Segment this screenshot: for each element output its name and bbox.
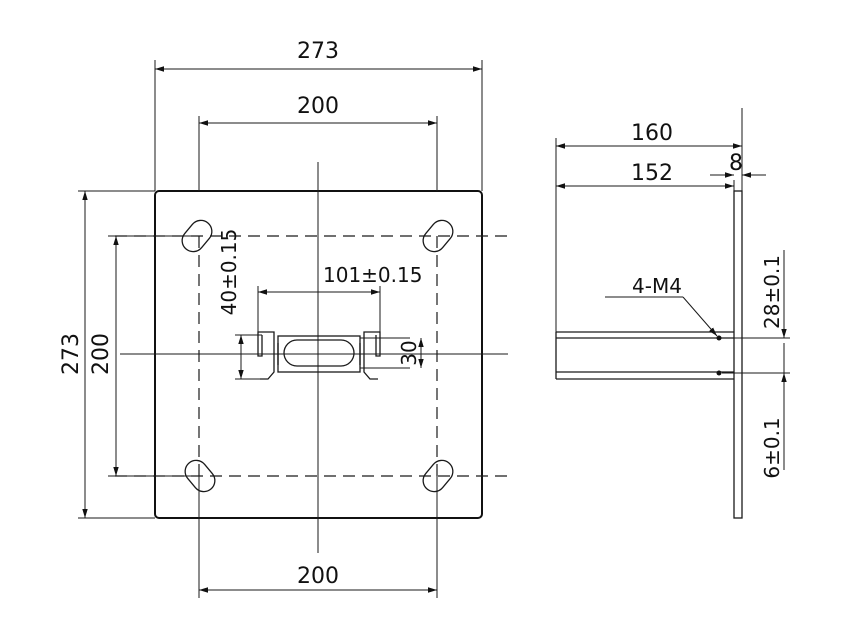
dim-overall-width-label: 273 [297, 39, 339, 64]
m4-hole-upper [716, 335, 722, 341]
m4-hole-lower [716, 370, 722, 376]
center-oblong-slot [283, 339, 355, 367]
dim-hole-offset-top-label: 28±0.1 [760, 255, 784, 329]
callout-4-m4-label: 4-M4 [632, 274, 682, 298]
side-view: 160 152 8 4-M4 28±0.1 [555, 108, 790, 519]
dim-length-outer: 160 [556, 121, 742, 149]
hole-pattern-dashed [115, 235, 508, 477]
dim-overall-height-label: 273 [59, 333, 84, 375]
mounting-slot-top-left [181, 219, 213, 253]
mounting-slot-top-right [422, 219, 454, 253]
callout-4-m4: 4-M4 [605, 274, 718, 337]
dim-slot-height: 40±0.15 [217, 229, 244, 379]
dim-thickness-label: 8 [729, 151, 743, 176]
dim-hole-offset-bottom: 6±0.1 [722, 343, 790, 479]
dim-slot-height-label: 40±0.15 [217, 229, 241, 316]
dim-hole-spacing-vertical-label: 200 [89, 333, 114, 375]
dim-overall-height: 273 [59, 190, 155, 519]
dim-length-inner: 152 [556, 161, 734, 189]
dim-slot-width-label: 101±0.15 [323, 263, 422, 287]
dim-length-inner-label: 152 [631, 161, 673, 186]
dim-hole-spacing-bottom-label: 200 [297, 564, 339, 589]
front-view: 273 200 200 273 200 [59, 39, 508, 598]
dim-length-outer-label: 160 [631, 121, 673, 146]
dim-slot-inner-label: 30 [397, 340, 421, 365]
mounting-slot-bottom-right [422, 459, 454, 493]
side-channel [555, 331, 734, 380]
dim-thickness: 8 [710, 151, 766, 178]
channel-profile [235, 331, 410, 380]
mounting-slot-bottom-left [184, 459, 216, 493]
dim-slot-width: 101±0.15 [257, 263, 422, 332]
side-plate [733, 190, 743, 519]
dim-hole-spacing-bottom: 200 [198, 476, 438, 598]
dim-slot-inner: 30 [397, 338, 424, 368]
dim-hole-spacing-top-label: 200 [297, 94, 339, 119]
dim-hole-spacing-top: 200 [198, 94, 438, 191]
dim-hole-spacing-vertical: 200 [89, 235, 199, 477]
dim-hole-offset-top: 28±0.1 [722, 250, 790, 339]
dim-overall-width: 273 [154, 39, 483, 191]
dim-hole-offset-bottom-label: 6±0.1 [760, 417, 784, 478]
